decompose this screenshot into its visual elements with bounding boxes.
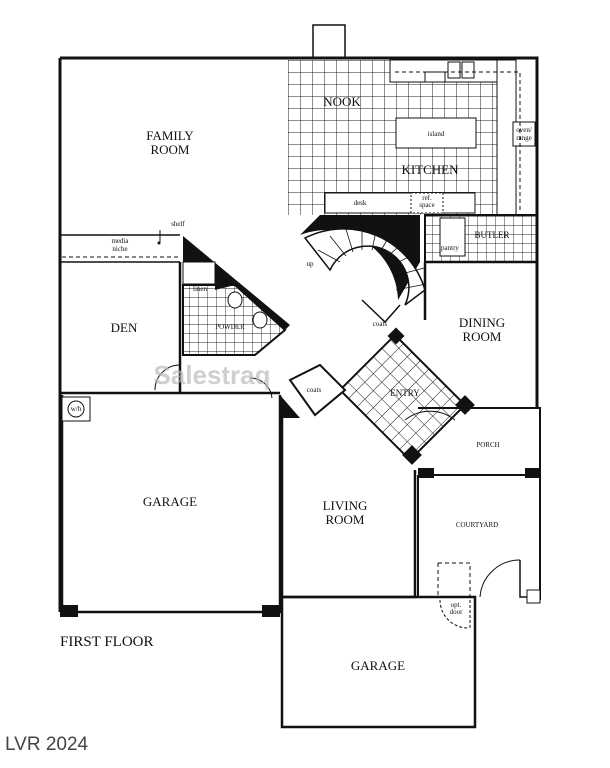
floor-label: FIRST FLOOR	[60, 634, 154, 650]
exterior-walls	[58, 56, 539, 612]
kitchen-counter	[324, 192, 476, 214]
label-nook: NOOK	[323, 94, 361, 109]
label-up: up	[307, 260, 315, 268]
label-garage-left: GARAGE	[143, 494, 197, 509]
label-powder: POWDER	[215, 323, 245, 331]
spiral-staircase	[300, 215, 427, 324]
label-linen: linen	[193, 285, 207, 293]
label-garage-bottom: GARAGE	[351, 658, 405, 673]
label-desk: desk	[354, 199, 367, 207]
label-range: oven/range	[516, 126, 532, 142]
label-coats-2: coats	[307, 386, 322, 394]
island	[395, 117, 477, 149]
label-coats-1: coats	[373, 320, 388, 328]
label-porch: PORCH	[476, 441, 499, 449]
label-ref-space: ref.space	[419, 194, 435, 209]
label-shelf: shelf	[171, 220, 185, 228]
label-pantry: pantry	[441, 244, 459, 252]
label-entry: ENTRY	[390, 388, 420, 398]
chimney	[312, 24, 346, 59]
label-den: DEN	[111, 320, 138, 335]
label-kitchen: KITCHEN	[401, 162, 459, 177]
range	[512, 121, 536, 147]
label-courtyard: COURTYARD	[456, 521, 498, 529]
label-island: island	[428, 130, 445, 138]
label-opt-door: opt.door	[450, 601, 464, 616]
salestraq-watermark: Salestraq	[153, 360, 270, 390]
lvr-watermark: LVR 2024	[5, 734, 89, 755]
label-wh: w/h	[71, 405, 82, 413]
label-butler: BUTLER	[475, 230, 510, 240]
